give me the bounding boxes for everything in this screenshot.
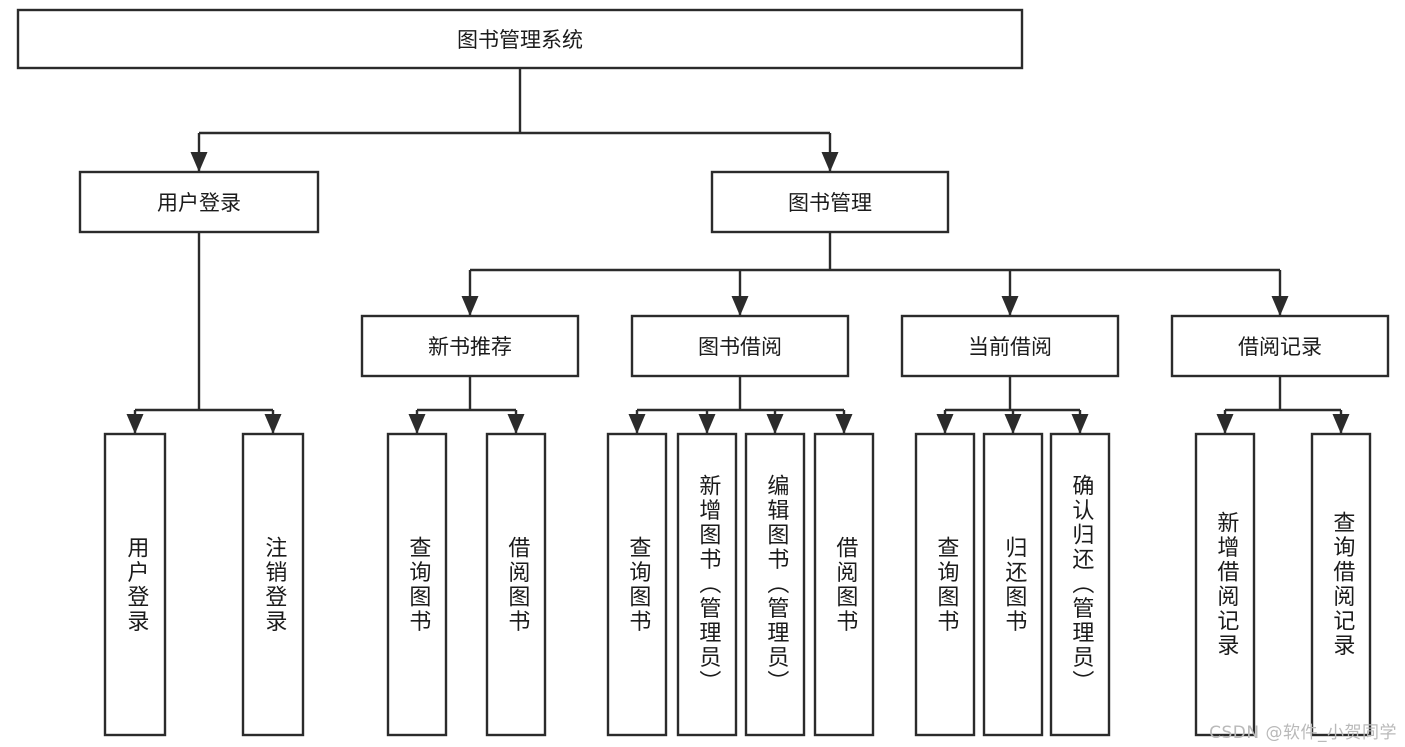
node-box-l4-1-1-0[interactable]: [606, 432, 668, 737]
node-box-l4-1-1-3[interactable]: [813, 432, 875, 737]
arrow-head-l3-1-2-0: [936, 414, 954, 434]
arrow-head-l2-1-0: [461, 296, 479, 316]
arrow-head-root-1: [821, 152, 839, 172]
node-box-l3-0-1[interactable]: [241, 432, 305, 737]
arrow-head-l2-1-2: [1001, 296, 1019, 316]
arrow-head-l3-1-1-1: [698, 414, 716, 434]
node-box-l3-1-0[interactable]: [360, 314, 580, 378]
node-label-l3-1-3: 借阅记录: [1238, 335, 1322, 359]
node-box-l4-1-3-1[interactable]: [1310, 432, 1372, 737]
arrow-head-l3-1-3-1: [1332, 414, 1350, 434]
arrow-head-l3-1-1-3: [835, 414, 853, 434]
arrow-head-l2-1-3: [1271, 296, 1289, 316]
node-box-l3-1-2[interactable]: [900, 314, 1120, 378]
arrow-head-l3-1-2-2: [1071, 414, 1089, 434]
arrow-head-l3-1-0-1: [507, 414, 525, 434]
node-box-l4-1-0-0[interactable]: [386, 432, 448, 737]
node-box-l4-1-3-0[interactable]: [1194, 432, 1256, 737]
node-box-l3-1-3[interactable]: [1170, 314, 1390, 378]
arrow-head-root-0: [190, 152, 208, 172]
node-label-l3-1-0: 新书推荐: [428, 335, 512, 359]
arrow-head-l3-1-1-0: [628, 414, 646, 434]
node-label-l2-0: 用户登录: [157, 191, 241, 215]
node-box-l3-1-1[interactable]: [630, 314, 850, 378]
node-box-root[interactable]: [16, 8, 1024, 70]
arrow-head-l3-1-1-2: [766, 414, 784, 434]
node-box-l4-1-1-1[interactable]: [676, 432, 738, 737]
node-box-l2-0[interactable]: [78, 170, 320, 234]
node-box-l4-1-2-2[interactable]: [1049, 432, 1111, 737]
node-box-l4-1-2-1[interactable]: [982, 432, 1044, 737]
node-box-l4-1-2-0[interactable]: [914, 432, 976, 737]
arrow-head-l2-0-0: [126, 414, 144, 434]
node-label-l2-1: 图书管理: [788, 191, 872, 215]
node-box-l4-1-1-2[interactable]: [744, 432, 806, 737]
connectors-layer: [126, 68, 1350, 434]
arrow-head-l2-0-1: [264, 414, 282, 434]
arrow-head-l2-1-1: [731, 296, 749, 316]
node-box-l3-0-0[interactable]: [103, 432, 167, 737]
node-label-l3-1-2: 当前借阅: [968, 335, 1052, 359]
node-box-l2-1[interactable]: [710, 170, 950, 234]
arrow-head-l3-1-3-0: [1216, 414, 1234, 434]
watermark-text: CSDN @软件_小贺同学: [1209, 723, 1397, 743]
node-label-root: 图书管理系统: [457, 28, 583, 52]
arrow-head-l3-1-0-0: [408, 414, 426, 434]
boxes-layer: [16, 8, 1390, 737]
node-box-l4-1-0-1[interactable]: [485, 432, 547, 737]
node-label-l3-1-1: 图书借阅: [698, 335, 782, 359]
arrow-head-l3-1-2-1: [1004, 414, 1022, 434]
